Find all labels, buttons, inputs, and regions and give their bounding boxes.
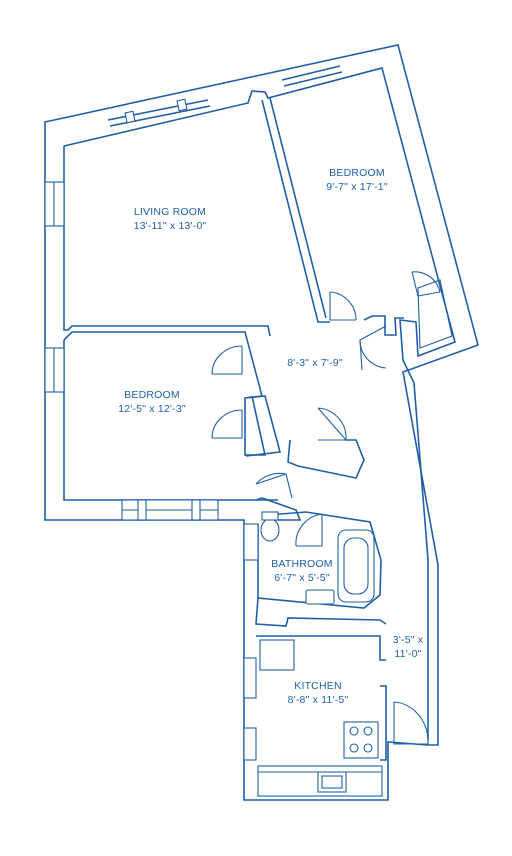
door-bedroom1-closet	[411, 271, 441, 297]
door-bathroom	[295, 513, 323, 547]
corridor-wall	[255, 497, 302, 521]
room-size-bedroom-2: 12'-5" x 12'-3"	[118, 403, 186, 415]
door-hall-closet	[317, 407, 348, 441]
room-size-living-room: 13'-11" x 13'-0"	[134, 220, 207, 232]
door-bedroom2-upper	[211, 345, 243, 375]
door-bedroom1-closet-2	[359, 325, 387, 371]
room-size-kitchen: 8'-8" x 11'-5"	[288, 694, 349, 706]
room-size-hall-line1: 3'-5" x	[393, 634, 424, 646]
room-name-kitchen: KITCHEN	[294, 680, 342, 692]
bedroom1-closet-wall	[363, 315, 404, 336]
bedroom1-closet-inner	[417, 279, 453, 349]
window-kitchen-west-1	[243, 657, 257, 699]
toilet-tank	[261, 511, 279, 521]
bedroom1-west-wall-2	[269, 97, 327, 319]
window-living-west	[44, 181, 65, 227]
bathroom-sink	[305, 589, 335, 605]
door-bedroom1	[329, 291, 357, 321]
bedroom2-closet	[244, 395, 282, 457]
window-bath-west	[243, 523, 259, 561]
room-name-bedroom-1: BEDROOM	[329, 167, 385, 179]
burner-1	[349, 726, 359, 736]
bathtub	[337, 529, 375, 603]
room-name-bathroom: BATHROOM	[271, 558, 333, 570]
refrigerator	[259, 639, 295, 671]
kitchen-east-wall	[380, 685, 387, 761]
toilet	[260, 518, 280, 542]
door-entry	[393, 701, 429, 745]
window-bedroom2-south	[121, 499, 219, 521]
stove	[343, 721, 379, 759]
room-size-bedroom-1: 9'-7" x 17'-1"	[326, 181, 388, 193]
exterior-wall-inner	[63, 67, 456, 740]
kitchen-sink	[317, 771, 347, 793]
room-size-bathroom: 6'-7" x 5'-5"	[274, 572, 330, 584]
burner-4	[363, 743, 373, 753]
window-bedroom2-west	[44, 347, 65, 393]
window-kitchen-west-2	[243, 727, 257, 761]
exterior-wall-outer	[44, 44, 479, 801]
bedroom1-west-wall	[261, 99, 330, 323]
bathtub-inner	[343, 537, 369, 595]
kitchen-wall	[255, 597, 387, 627]
room-size-foyer: 8'-3" x 7'-9"	[287, 357, 343, 369]
room-size-hall-line2: 11'-0"	[394, 648, 421, 660]
room-name-bedroom-2: BEDROOM	[124, 389, 180, 401]
window-living-north	[107, 98, 211, 127]
west-wall-inner	[63, 146, 271, 337]
partition-bedroom2-inner	[63, 340, 278, 501]
room-name-living-room: LIVING ROOM	[134, 206, 206, 218]
partition-living-bedroom2	[63, 331, 238, 341]
hall-closet	[287, 439, 365, 479]
door-bathroom-corridor	[255, 472, 293, 499]
bathroom-wall	[257, 511, 382, 609]
kitchen-sink-basin	[321, 775, 343, 789]
kitchen-interior	[256, 635, 386, 661]
door-bedroom2-closet	[211, 409, 243, 439]
burner-3	[349, 743, 359, 753]
window-bedroom1-north	[281, 65, 343, 87]
burner-2	[363, 726, 373, 736]
